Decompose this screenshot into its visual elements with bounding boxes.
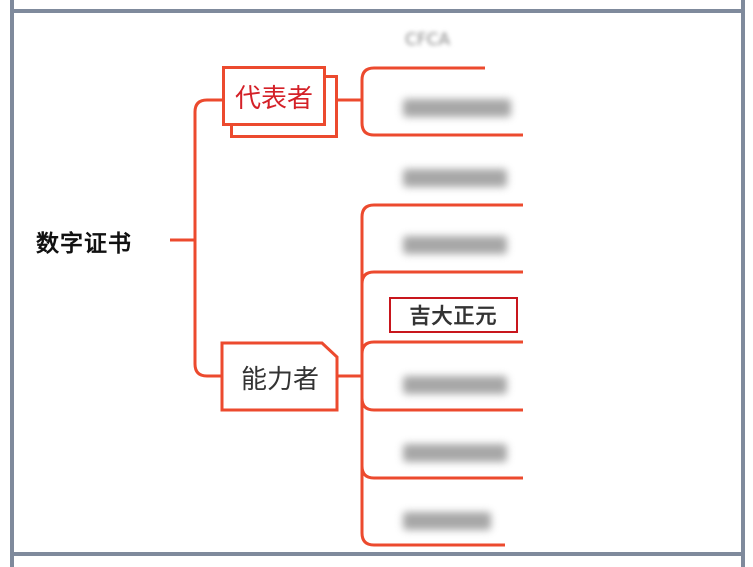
leaf-node-blurred — [403, 169, 507, 187]
leaf-node-blurred — [403, 512, 491, 530]
rep-children-connector — [360, 66, 523, 137]
frame-right-border — [741, 0, 745, 567]
frame-bottom-border — [10, 552, 745, 556]
leaf-node-highlighted[interactable]: 吉大正元 — [389, 297, 518, 333]
frame-top-border — [10, 9, 745, 13]
branch-node-representative[interactable]: 代表者 — [222, 66, 326, 126]
cap-children-connector — [360, 203, 523, 547]
root-node[interactable]: 数字证书 — [36, 231, 132, 257]
leaf-node-cfca[interactable]: CFCA — [405, 30, 451, 50]
frame-left-border — [10, 0, 14, 567]
trunk-connector — [193, 98, 224, 378]
leaf-node-blurred — [403, 376, 507, 394]
cap-node-border — [220, 341, 339, 412]
leaf-node-blurred — [403, 444, 507, 462]
leaf-node-blurred — [403, 99, 511, 117]
leaf-node-blurred — [403, 236, 507, 254]
branch-node-capability[interactable]: 能力者 — [240, 364, 319, 395]
